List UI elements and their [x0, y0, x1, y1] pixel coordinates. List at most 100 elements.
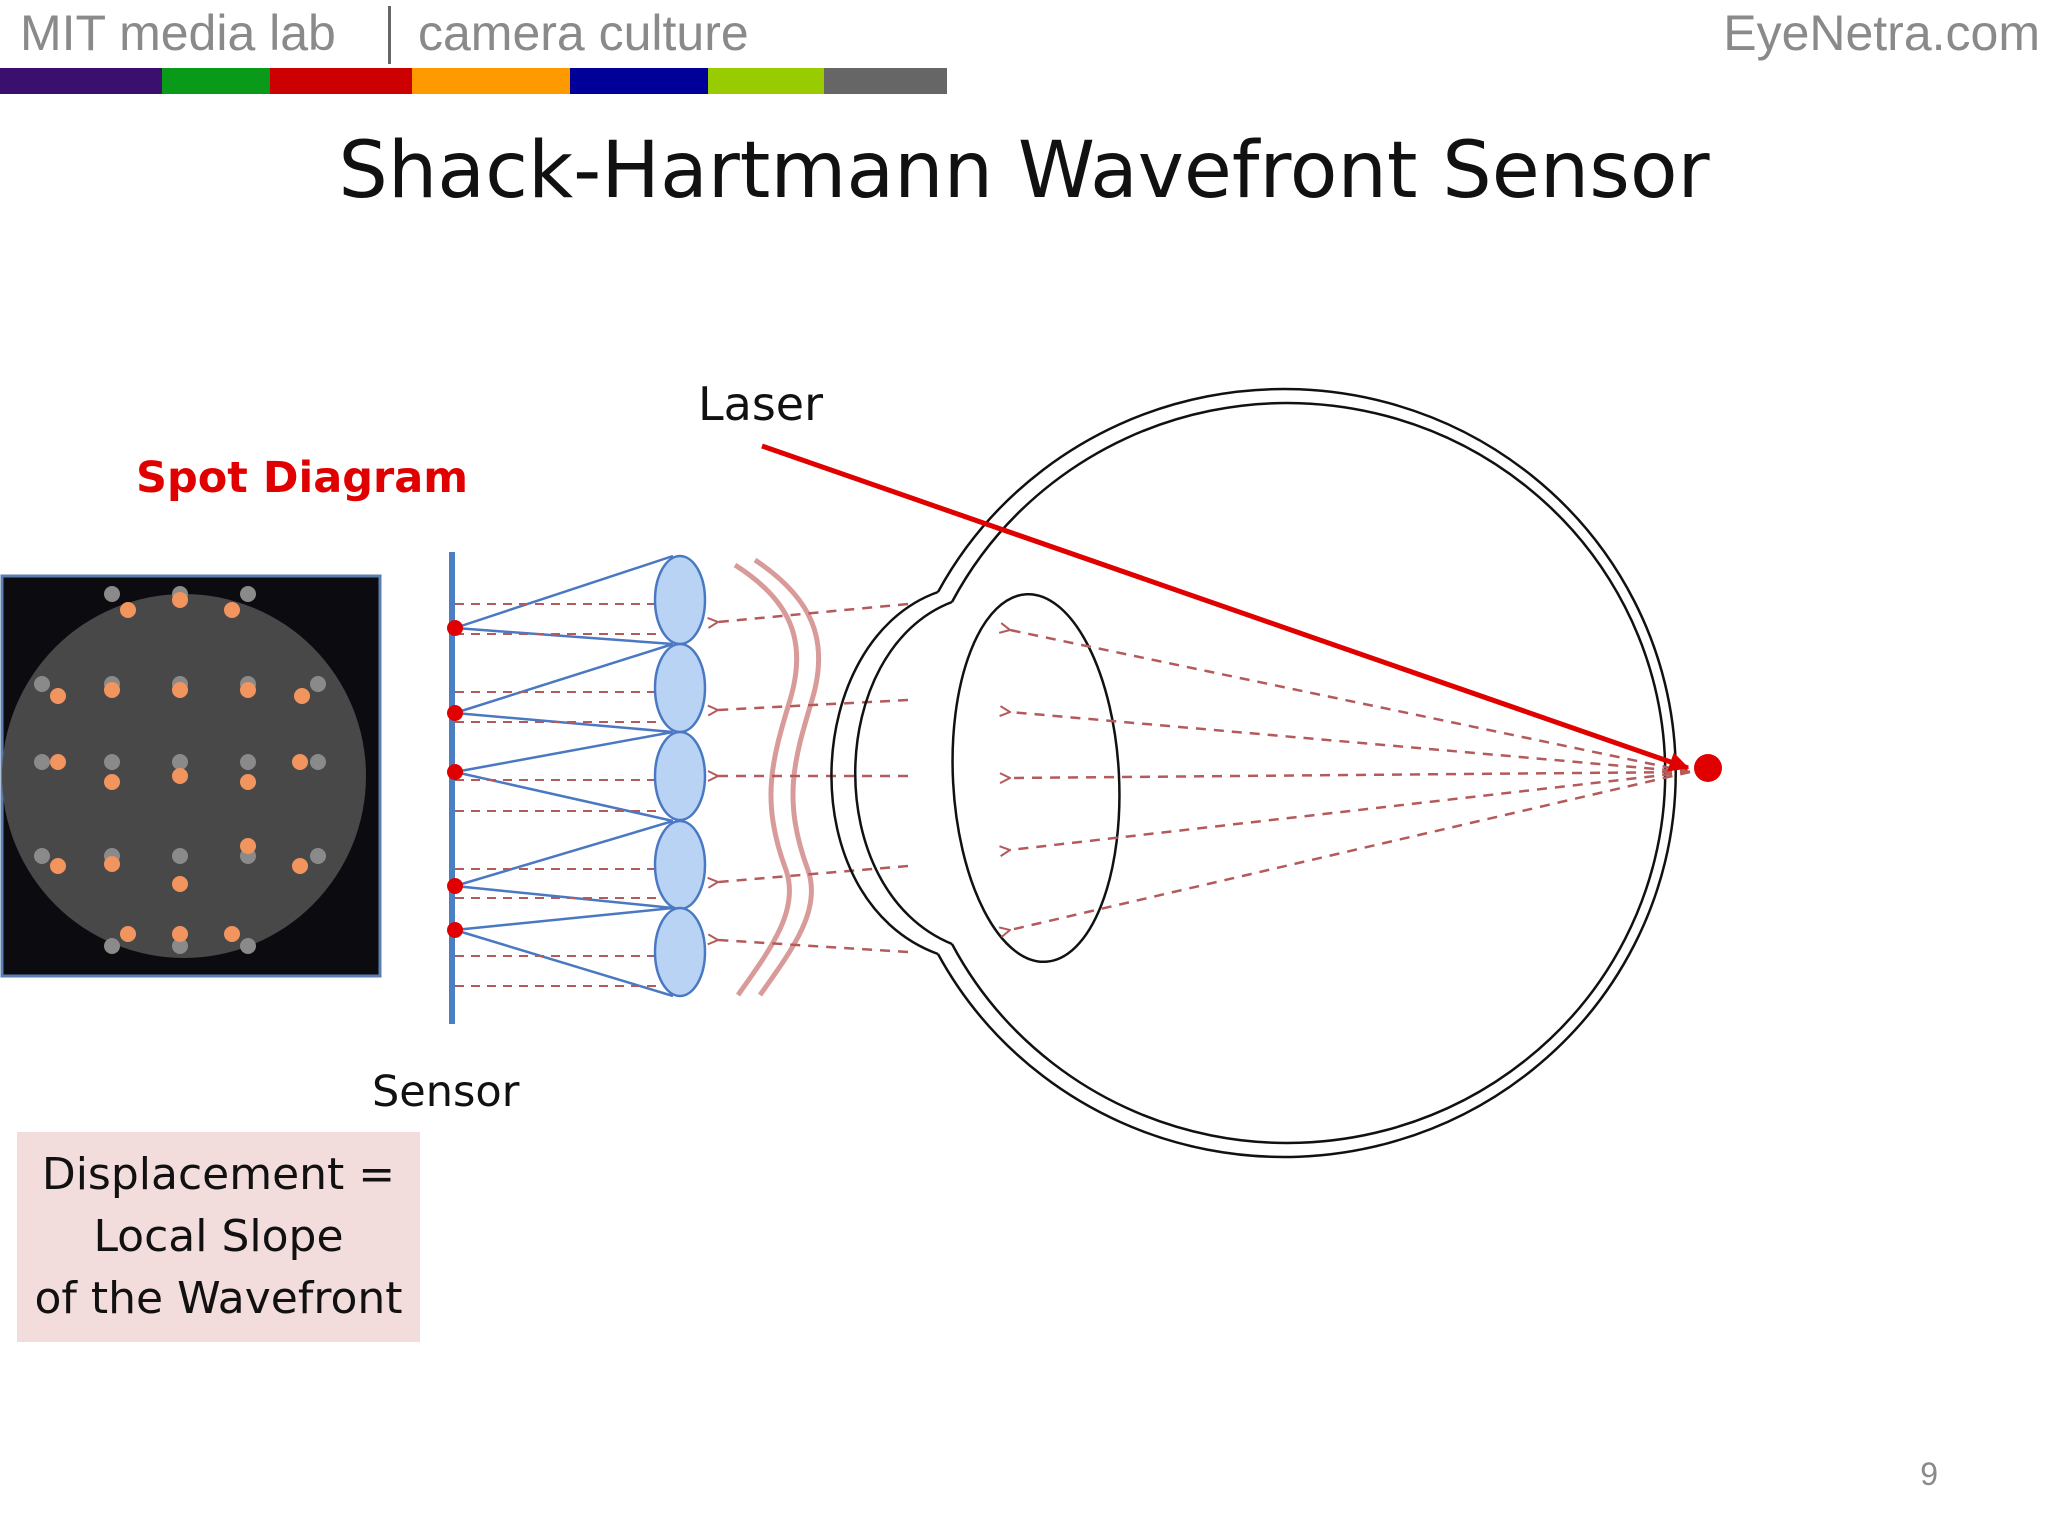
laser-beam — [761, 443, 1690, 772]
focus-cone-line — [454, 906, 674, 932]
reference-spot — [104, 586, 120, 602]
measured-spot — [50, 688, 66, 704]
note-line: Displacement = — [41, 1149, 396, 1200]
retina-ray — [1010, 712, 1691, 774]
measured-spot — [172, 876, 188, 892]
sensor-spots — [447, 620, 463, 938]
reference-spot — [104, 754, 120, 770]
sensor-spot — [447, 620, 463, 636]
spot-diagram-label: Spot Diagram — [136, 453, 468, 503]
reference-spot — [240, 586, 256, 602]
aberrated-wavefront — [733, 557, 822, 997]
sensor-spot — [447, 705, 463, 721]
exiting-ray — [718, 602, 909, 622]
header-website: EyeNetra.com — [1723, 5, 2040, 61]
lenslet — [653, 554, 707, 646]
return-rays-inner — [1010, 630, 1691, 930]
measured-spot — [50, 754, 66, 770]
measured-spot — [240, 838, 256, 854]
measured-spot — [172, 592, 188, 608]
wavefront-curve — [753, 557, 822, 997]
header-lab-name: MIT media lab — [20, 5, 336, 61]
displacement-note: Displacement = Local Slope of the Wavefr… — [17, 1132, 420, 1342]
reference-spot — [310, 848, 326, 864]
cornea-inner — [854, 600, 953, 946]
laser-label: Laser — [698, 377, 823, 431]
color-bar-segment — [570, 68, 708, 94]
slide-title: Shack-Hartmann Wavefront Sensor — [338, 126, 1710, 216]
exiting-ray — [718, 698, 909, 710]
measured-spot — [292, 754, 308, 770]
measured-spot — [292, 858, 308, 874]
reference-spot — [34, 754, 50, 770]
measured-spot — [172, 926, 188, 942]
note-line: of the Wavefront — [34, 1273, 403, 1324]
exiting-ray — [718, 940, 909, 954]
retina-ray — [1010, 770, 1691, 850]
lenslet-array — [454, 554, 707, 998]
focus-cone-line — [454, 819, 674, 888]
reference-spot — [310, 676, 326, 692]
focus-cone-line — [454, 554, 674, 630]
reference-spot — [240, 938, 256, 954]
retina-ray — [1010, 630, 1691, 774]
sensor-spot — [447, 878, 463, 894]
focus-cone-line — [454, 730, 674, 774]
reference-spot — [172, 754, 188, 770]
note-line: Local Slope — [93, 1211, 344, 1262]
retina-focus-spot — [1694, 754, 1722, 782]
sensor-label: Sensor — [372, 1067, 520, 1117]
measured-spot — [104, 682, 120, 698]
header-group-name: camera culture — [418, 5, 749, 61]
wavefront-curve — [733, 562, 800, 997]
measured-spot — [172, 768, 188, 784]
reference-spot — [240, 754, 256, 770]
retina-ray — [1010, 770, 1691, 930]
measured-spot — [240, 774, 256, 790]
measured-spot — [294, 688, 310, 704]
eye — [830, 387, 1677, 1159]
exiting-ray — [718, 864, 909, 882]
sclera-outer — [936, 387, 1677, 1159]
measured-spot — [120, 602, 136, 618]
return-rays — [718, 602, 909, 954]
measured-spot — [120, 926, 136, 942]
reference-spot — [310, 754, 326, 770]
measured-spot — [224, 602, 240, 618]
retina-ray — [1010, 770, 1691, 778]
focus-cone-line — [454, 626, 674, 646]
reference-spot — [34, 848, 50, 864]
focus-cone-line — [454, 711, 674, 734]
reference-spot — [172, 848, 188, 864]
color-bar-segment — [270, 68, 412, 94]
measured-spot — [104, 774, 120, 790]
lenslet — [653, 819, 707, 911]
color-bar-segment — [708, 68, 824, 94]
spot-dots — [34, 586, 326, 954]
measured-spot — [240, 682, 256, 698]
reference-spot — [172, 938, 188, 954]
color-bar-segment — [0, 68, 162, 94]
spot-diagram-panel — [0, 574, 382, 978]
lenslet — [653, 730, 707, 822]
reference-spot — [34, 676, 50, 692]
page-number: 9 — [1920, 1456, 1938, 1492]
reference-spot — [104, 938, 120, 954]
cornea-outer — [830, 590, 939, 956]
measured-spot — [172, 682, 188, 698]
color-bar-segment — [824, 68, 947, 94]
header-color-bar — [0, 68, 947, 94]
measured-spot — [224, 926, 240, 942]
color-bar-segment — [162, 68, 270, 94]
lenslet — [653, 642, 707, 734]
measured-spot — [104, 856, 120, 872]
sensor-spot — [447, 922, 463, 938]
header-divider — [388, 6, 391, 64]
lenslet — [653, 906, 707, 998]
measured-spot — [50, 858, 66, 874]
color-bar-segment — [412, 68, 570, 94]
focus-cone-line — [454, 884, 674, 910]
focus-cone-line — [454, 642, 674, 715]
sensor-spot — [447, 764, 463, 780]
